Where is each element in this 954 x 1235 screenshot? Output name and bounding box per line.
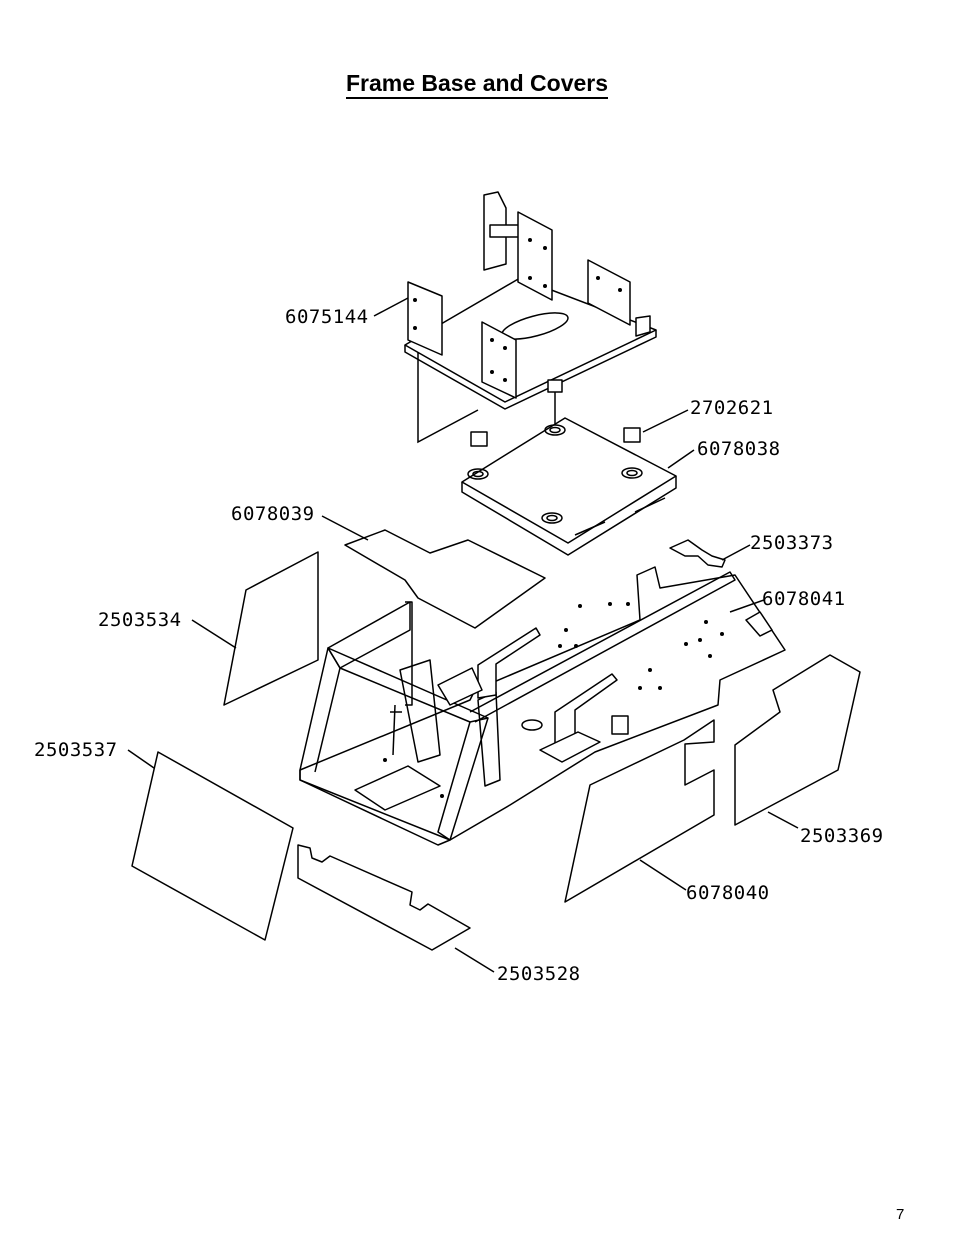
- part-right-lower-panel: [564, 719, 715, 903]
- part-label-2503528: 2503528: [497, 963, 581, 985]
- grommet: [623, 427, 641, 443]
- part-label-6078041: 6078041: [762, 588, 846, 610]
- grommet: [547, 379, 563, 425]
- part-rear-right-panel: [734, 654, 861, 826]
- part-label-2503373: 2503373: [750, 532, 834, 554]
- part-label-6075144: 6075144: [285, 306, 369, 328]
- part-front-panel: [131, 751, 294, 941]
- part-small-bracket: [669, 539, 726, 568]
- part-label-6078038: 6078038: [697, 438, 781, 460]
- part-label-6078040: 6078040: [686, 882, 770, 904]
- part-mounting-plate: [461, 417, 677, 556]
- leader-lines: [127, 297, 799, 973]
- page-title: Frame Base and Covers: [0, 70, 954, 99]
- part-frame-base: [299, 566, 786, 846]
- part-motor-mount-bracket: [404, 191, 657, 444]
- page-title-text: Frame Base and Covers: [345, 70, 609, 99]
- page-number: 7: [896, 1206, 905, 1223]
- part-label-6078039: 6078039: [231, 503, 315, 525]
- part-label-2503537: 2503537: [34, 739, 118, 761]
- part-label-2702621: 2702621: [690, 397, 774, 419]
- part-label-2503534: 2503534: [98, 609, 182, 631]
- part-labels: 6075144 2702621 6078038 6078039 2503373 …: [34, 306, 884, 985]
- grommet: [470, 431, 488, 447]
- part-left-panel: [223, 551, 319, 706]
- part-bottom-channel: [297, 844, 471, 951]
- part-top-cover: [344, 529, 546, 629]
- part-label-2503369: 2503369: [800, 825, 884, 847]
